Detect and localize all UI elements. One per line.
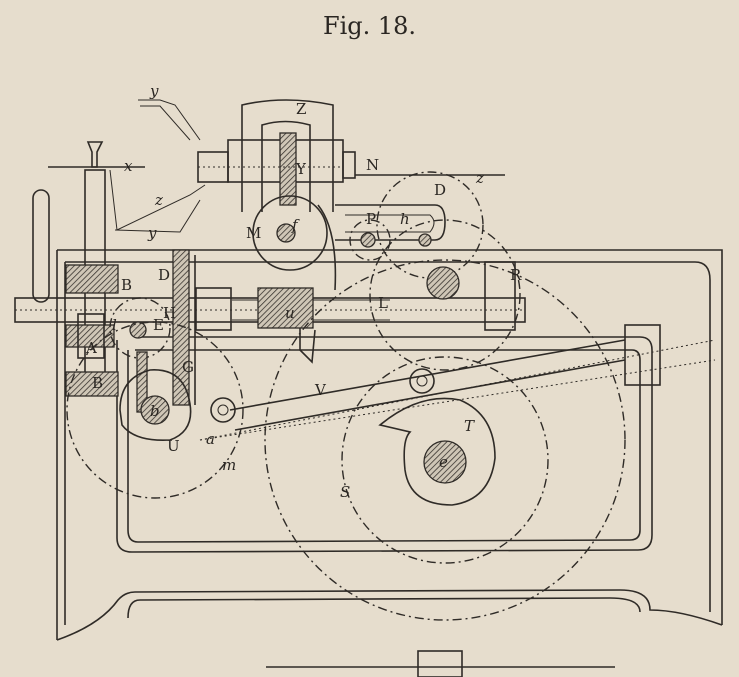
svg-text:D: D	[158, 266, 170, 284]
svg-text:z: z	[154, 191, 163, 209]
svg-text:h: h	[400, 210, 410, 228]
svg-text:y: y	[149, 82, 159, 100]
svg-text:V: V	[314, 381, 327, 399]
gear-m	[252, 195, 337, 291]
base-block	[417, 650, 463, 677]
svg-text:U: U	[167, 437, 180, 455]
svg-text:H: H	[163, 304, 176, 322]
cam-t	[378, 397, 496, 506]
svg-text:S: S	[340, 483, 350, 501]
handwheel	[32, 189, 50, 303]
spindle-x	[48, 99, 206, 233]
svg-text:A: A	[85, 339, 97, 357]
svg-text:B: B	[121, 276, 132, 294]
svg-text:m: m	[222, 456, 236, 474]
gear-r	[369, 219, 521, 371]
main-shaft	[14, 261, 526, 364]
svg-text:B: B	[92, 374, 103, 392]
lever-v	[199, 324, 716, 441]
svg-text:y: y	[147, 224, 157, 242]
svg-text:M: M	[246, 224, 261, 242]
svg-text:b: b	[150, 402, 160, 420]
svg-text:z: z	[475, 169, 484, 187]
svg-text:L: L	[378, 294, 388, 312]
labels: y x z y Z Y N z M f P h D B H u L A D E …	[85, 82, 522, 501]
slot-link	[335, 171, 484, 279]
svg-text:f: f	[291, 216, 300, 234]
carriage-z	[197, 99, 505, 212]
rack-h	[172, 249, 190, 406]
inner-frame	[116, 336, 653, 553]
svg-text:Z: Z	[296, 100, 306, 118]
svg-text:a: a	[206, 430, 215, 448]
gear-inner	[341, 356, 549, 564]
svg-text:e: e	[439, 453, 448, 471]
svg-text:l: l	[112, 316, 117, 334]
column-a	[65, 169, 119, 397]
svg-text:T: T	[464, 417, 475, 435]
svg-text:Y: Y	[295, 160, 307, 178]
svg-text:N: N	[366, 156, 379, 174]
gear-s	[264, 259, 626, 621]
svg-text:G: G	[182, 358, 194, 376]
cam-u	[66, 321, 244, 499]
outer-frame	[56, 249, 723, 641]
svg-text:P: P	[366, 210, 376, 228]
svg-text:R: R	[510, 266, 522, 284]
svg-text:D: D	[434, 181, 446, 199]
svg-text:x: x	[124, 157, 133, 175]
svg-text:E: E	[153, 316, 164, 334]
svg-text:u: u	[285, 304, 295, 322]
figure-title: Fig. 18.	[322, 12, 417, 40]
